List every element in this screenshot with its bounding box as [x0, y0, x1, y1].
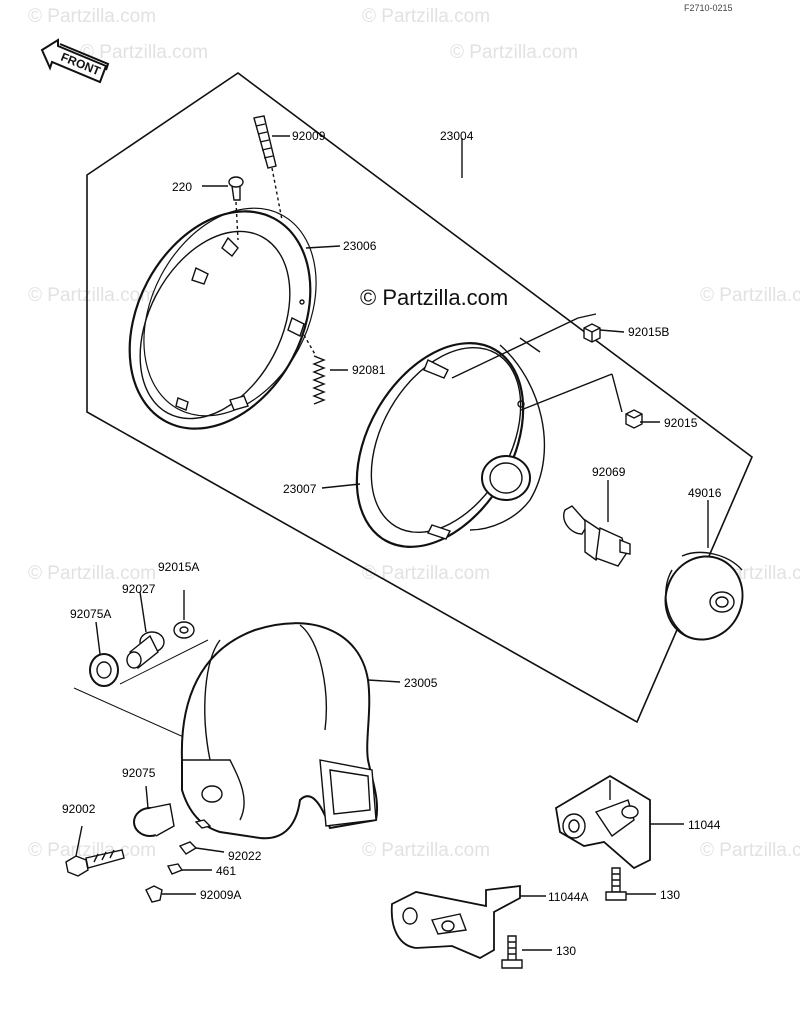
part-label-220: 220 [172, 180, 193, 194]
part-label-92015: 92015 [664, 416, 698, 430]
bolt-130-upper [605, 867, 656, 901]
watermark-text: © Partzilla.com [700, 840, 800, 861]
front-arrow-icon: FRONT [40, 38, 110, 84]
part-label-92022: 92022 [228, 849, 262, 863]
watermark-text: © Partzilla.com [450, 42, 579, 63]
reflector-housing-23007 [355, 342, 546, 548]
watermark-text: © Partzilla.com [28, 285, 157, 306]
part-label-92081: 92081 [352, 363, 386, 377]
grommet-92075 [133, 785, 175, 837]
grommet-92075A [89, 621, 119, 687]
bracket-11044A [390, 884, 546, 960]
collar-92027 [126, 591, 165, 670]
part-label-23006: 23006 [343, 239, 377, 253]
part-label-92069: 92069 [592, 465, 626, 479]
nut-92015 [520, 373, 643, 429]
bolt-130-lower [501, 935, 552, 969]
part-label-92002: 92002 [62, 802, 96, 816]
watermark-text: © Partzilla.com [362, 6, 491, 27]
screw-92009 [253, 115, 283, 221]
screw-220 [228, 176, 244, 241]
part-461 [166, 863, 212, 875]
spring-92081 [303, 334, 326, 405]
bulb-92069 [563, 480, 631, 567]
rubber-cover-49016 [664, 500, 744, 641]
rim-ring-23006 [128, 207, 317, 430]
bolt-92002 [65, 825, 125, 877]
reference-code: F2710-0215 [684, 3, 733, 13]
part-label-11044A: 11044A [548, 890, 589, 904]
headlight-body-23005 [180, 622, 378, 840]
watermark-text: © Partzilla.com [362, 840, 491, 861]
watermark-text: © Partzilla.com [28, 6, 157, 27]
center-watermark: © Partzilla.com [360, 285, 509, 310]
watermark-text: © Partzilla.com [700, 285, 800, 306]
part-label-92075: 92075 [122, 766, 156, 780]
part-label-92009A: 92009A [200, 888, 242, 902]
part-label-23007: 23007 [283, 482, 317, 496]
watermark-text: © Partzilla.com [28, 563, 157, 584]
part-label-92027: 92027 [122, 582, 156, 596]
clip-92022 [178, 841, 225, 855]
part-label-92009: 92009 [292, 129, 326, 143]
nut-92015B [451, 313, 601, 379]
part-label-92015A: 92015A [158, 560, 200, 574]
part-label-49016: 49016 [688, 486, 722, 500]
part-label-130-upper: 130 [660, 888, 681, 902]
part-label-130-lower: 130 [556, 944, 577, 958]
part-label-23004: 23004 [440, 129, 474, 143]
part-label-92015B: 92015B [628, 325, 670, 339]
collar-92015A [173, 590, 195, 639]
part-label-92075A: 92075A [70, 607, 112, 621]
screw-92009A [145, 885, 196, 903]
watermark-text: © Partzilla.com [80, 42, 209, 63]
part-label-11044: 11044 [688, 818, 721, 832]
watermark-text: © Partzilla.com [362, 563, 491, 584]
part-label-23005: 23005 [404, 676, 438, 690]
bracket-11044 [555, 774, 684, 870]
part-label-461: 461 [216, 864, 237, 878]
